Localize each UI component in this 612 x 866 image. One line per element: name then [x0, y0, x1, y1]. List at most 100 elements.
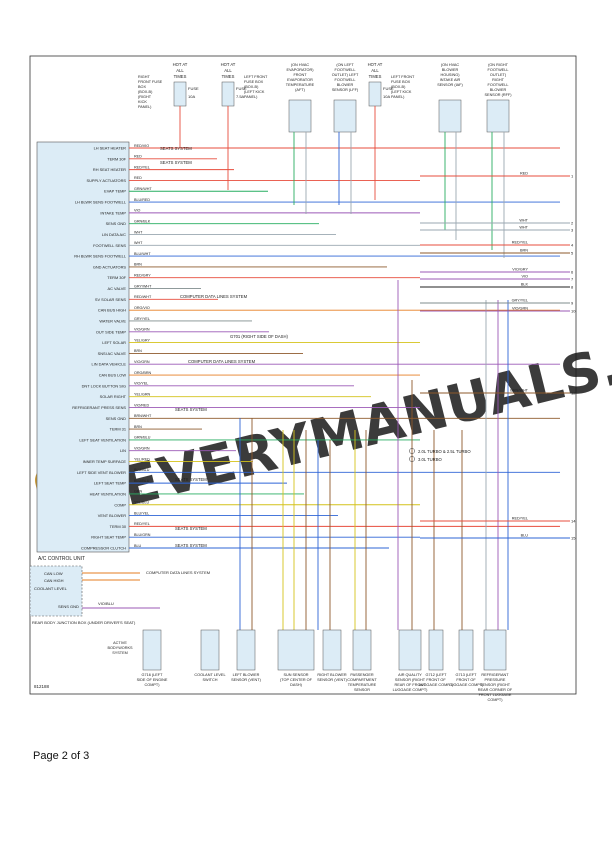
pin-label: RH SEAT HEATER — [93, 167, 126, 172]
wire-color-label: YEL/GRN — [134, 392, 151, 396]
top-sensor-desc: FOOTWELL — [488, 68, 509, 72]
fuse-desc: FRONT FUSE — [138, 80, 163, 84]
right-edge-number: 4 — [571, 243, 574, 248]
fuse-desc: KICK — [138, 100, 147, 104]
ref-seats-1: SEATS SYSTEM — [160, 146, 192, 151]
pin-label: LEFT SEAT TEMP — [94, 481, 127, 486]
pin-label: LIN DATA A/C — [102, 232, 126, 237]
fuse-desc: (BOX-B) — [138, 90, 153, 94]
fuse-name: FUSE — [383, 86, 394, 91]
component-label: SENSOR (VENT) — [317, 678, 347, 682]
right-edge-number: 12 — [571, 391, 576, 396]
pin-label: SV SOLAR SENS — [95, 297, 127, 302]
wire-color-label: RED/YEL — [134, 522, 150, 526]
top-sensor-box — [288, 99, 312, 133]
component-label: PRESSURE — [485, 678, 506, 682]
top-sensor-desc: TEMPERATURE — [286, 83, 315, 87]
pin-label: LH SEAT HEATER — [94, 146, 127, 151]
fuse-box — [173, 81, 187, 107]
fuse-desc: (BOX-B) — [244, 85, 259, 89]
right-edge-number: 5 — [571, 251, 574, 256]
fuse-amps: 7.5A — [236, 94, 245, 99]
right-edge-number: 15 — [571, 536, 576, 541]
top-sensor-desc: SENSOR (LFF) — [332, 88, 359, 92]
rear-junction-sys: COMPUTER DATA LINES SYSTEM — [146, 570, 210, 575]
rear-junction-pin-3: COOLANT LEVEL — [34, 586, 68, 591]
fuse-desc: FUSE BOX — [391, 80, 411, 84]
rear-junction-pin-2: CAN HIGH — [44, 578, 64, 583]
pin-label: LEFT SIDE VENT BLOWER — [77, 470, 126, 475]
fuse-name: FUSE — [188, 86, 199, 91]
rear-junction-pin-4: SENS GND — [58, 604, 79, 609]
component-label: SIDE OF ENGINE — [137, 678, 168, 682]
legend-marker-1 — [409, 448, 415, 454]
pin-label: OUT SIDE TEMP — [96, 329, 127, 334]
wire-color-label: VIO — [134, 209, 140, 213]
ref-seats-3: SEATS SYSTEM — [175, 407, 207, 412]
wire-color-label: ORG/BRN — [134, 371, 152, 375]
right-edge-color: WHT — [519, 219, 528, 223]
pin-label: SENS GND — [106, 416, 127, 421]
right-edge-number: 7 — [571, 277, 574, 282]
top-sensor-desc: BLOWER — [442, 68, 459, 72]
pin-label: WATER VALVE — [99, 318, 126, 323]
ac-control-unit — [36, 141, 130, 553]
component-label: SENSOR (VENT) — [231, 678, 261, 682]
component-label: RIGHT BLOWER — [317, 673, 347, 677]
pin-label: CAN BUS HIGH — [98, 308, 126, 313]
ac-control-unit-label: A/C CONTROL UNIT — [38, 556, 85, 562]
wire-color-label: WHT — [134, 241, 143, 245]
fuse-box — [368, 81, 382, 107]
pin-label: INNER TEMP SURFACE — [83, 459, 127, 464]
wire-color-label: GRN/WHT — [134, 187, 152, 191]
right-edge-color: GRY/YEL — [512, 299, 528, 303]
right-edge-number: 1 — [571, 174, 574, 179]
right-edge-number: 8 — [571, 285, 574, 290]
component-label: G716 (LEFT — [142, 673, 164, 677]
fuse-amps: 10A — [383, 94, 390, 99]
component-label: COMPT) — [145, 683, 161, 687]
fuse-hot-label: ALL — [224, 68, 232, 73]
right-edge-number: 6 — [571, 270, 574, 275]
component-label: SYSTEM — [112, 651, 128, 655]
right-edge-number: 3 — [571, 228, 574, 233]
pin-label: SOLAR RIGHT — [100, 394, 127, 399]
pin-label: RIGHT SEAT TEMP — [91, 535, 126, 540]
component-label: LUGGAGE COMPT) — [449, 683, 485, 687]
top-sensor-desc: BLOWER — [337, 83, 354, 87]
top-sensor-desc: FRONT — [293, 73, 307, 77]
right-edge-number: 2 — [571, 221, 574, 226]
component-label: SWITCH — [203, 678, 218, 682]
component-box — [352, 629, 372, 671]
right-edge-color: BRN/WHT — [510, 389, 528, 393]
component-label: (TOP CENTER OF — [280, 678, 313, 682]
right-edge-color: BLU — [521, 534, 529, 538]
wire-layer: RED/VIOREDRED/YELREDGRN/WHTBLU/REDVIOGRN… — [129, 144, 560, 549]
wire-color-label: ORG/VIO — [134, 306, 150, 310]
pin-label: RH BLWR SENS FOOTWELL — [74, 254, 127, 259]
fuse-desc: PANEL) — [391, 95, 405, 99]
component-label: SENSOR (RIGHT — [480, 683, 511, 687]
component-box — [458, 629, 474, 671]
wire-color-label: YEL/BLU — [134, 501, 150, 505]
fuse-name: FUSE — [236, 86, 247, 91]
right-edge-number: 10 — [571, 309, 576, 314]
wire-color-label: RED/YEL — [134, 165, 150, 169]
rear-junction-wire: VIO/BLU — [98, 601, 114, 606]
top-sensor-desc: BLOWER — [490, 88, 507, 92]
wire-color-label: GRY/WHT — [134, 284, 152, 288]
fuse-desc: (LEFT KICK — [391, 90, 412, 94]
wire-color-label: YEL/GRY — [134, 338, 150, 342]
legend-marker-2 — [409, 456, 415, 462]
component-box — [277, 629, 315, 671]
wire-color-label: RED/WHT — [134, 295, 152, 299]
component-label: FRONT OF — [426, 678, 446, 682]
component-label: SENSOR (RIGHT — [395, 678, 426, 682]
fuse-hot-label: HOT AT — [173, 62, 188, 67]
pin-label: GND ACTUATORS — [93, 264, 127, 269]
ref-computer-2: COMPUTER DATA LINES SYSTEM — [188, 359, 256, 364]
legend-2: 3.0L TURBO — [418, 457, 442, 462]
